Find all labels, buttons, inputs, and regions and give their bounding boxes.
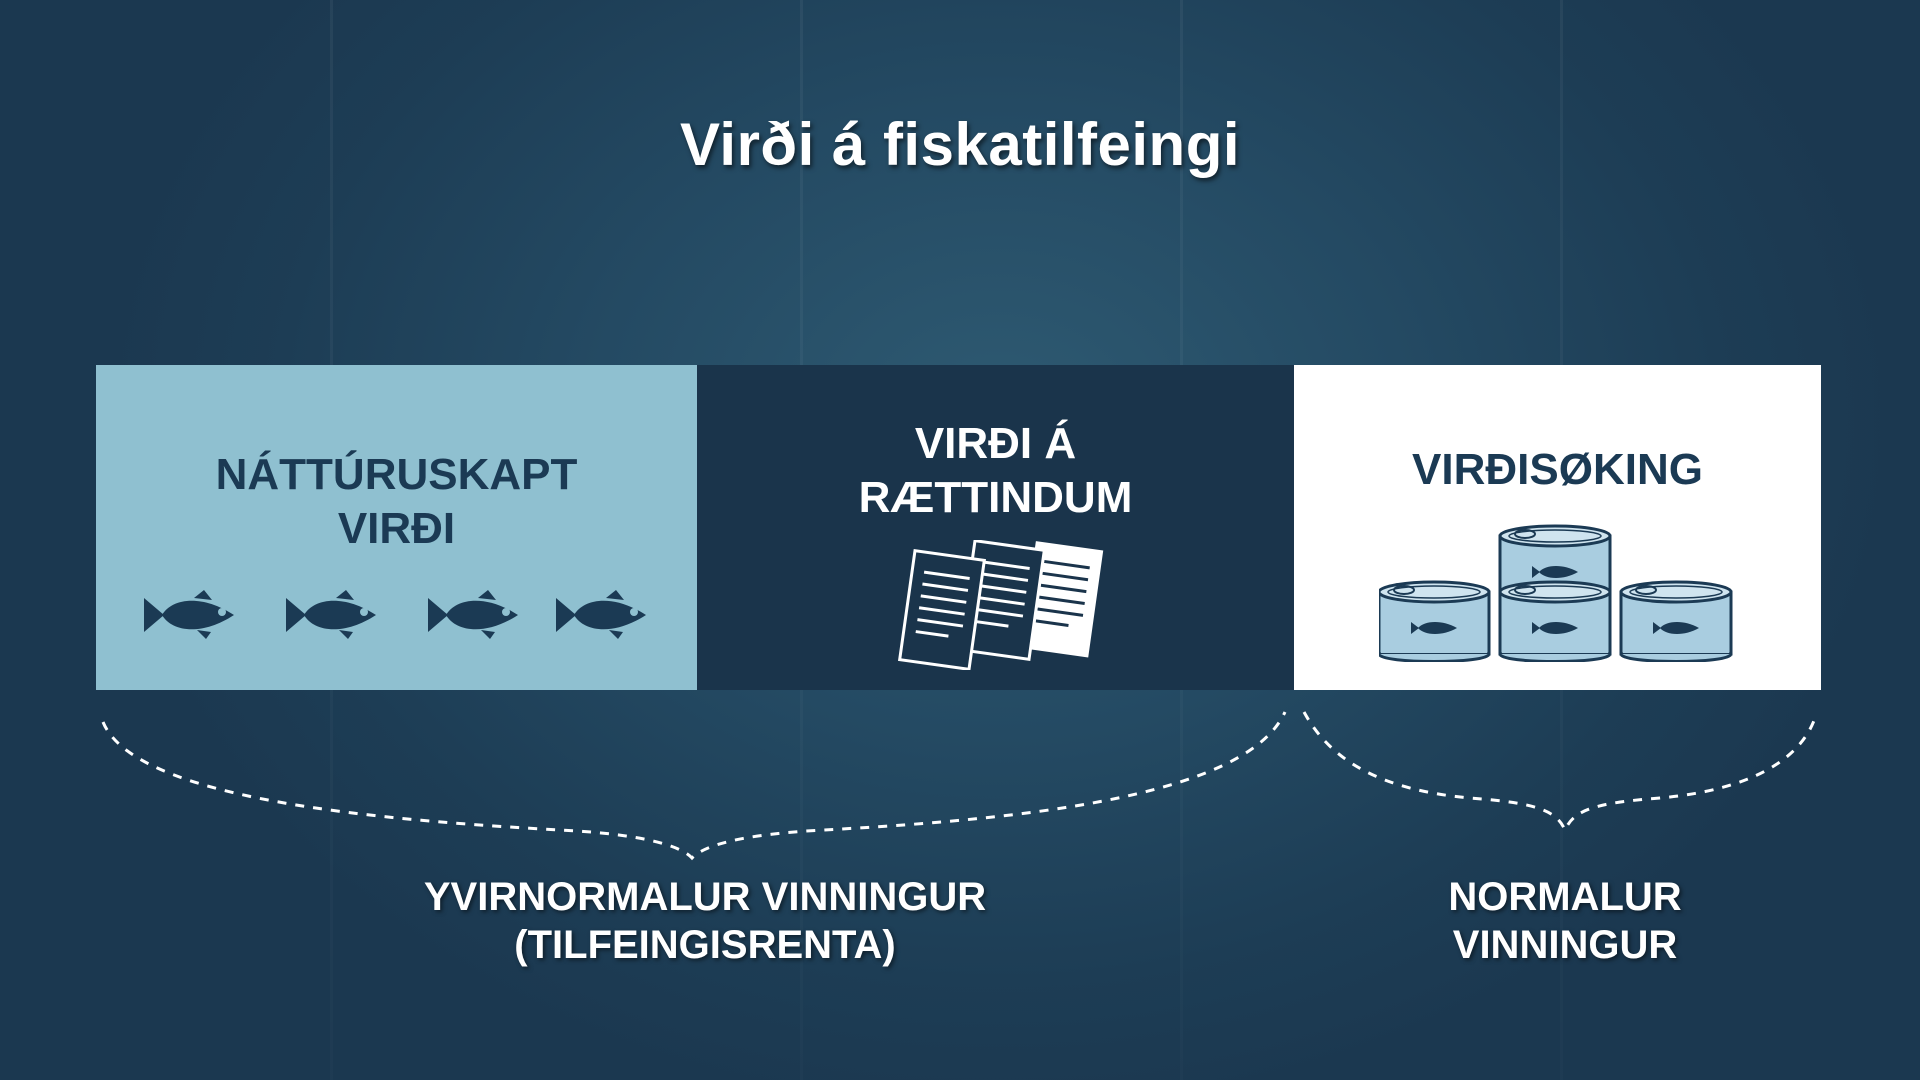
- documents-icon: [897, 540, 1107, 670]
- slide-title: Virði á fiskatilfeingi: [679, 111, 1241, 178]
- rights-value-label-line2: RÆTTINDUM: [858, 473, 1133, 522]
- fish-icon: [428, 590, 518, 639]
- value-added-box: VIRÐISØKING: [1294, 365, 1821, 690]
- supernormal-profit-line1: YVIRNORMALUR VINNINGUR: [423, 875, 987, 919]
- rights-value-label-line1: VIRÐI Á: [914, 419, 1077, 468]
- left-bracket: [101, 711, 1287, 861]
- supernormal-profit-line2: (TILFEINGISRENTA): [514, 923, 896, 967]
- rights-value-label: VIRÐI Á RÆTTINDUM: [697, 417, 1294, 525]
- normal-profit-label: NORMALUR VINNINGUR: [1395, 873, 1735, 969]
- supernormal-profit-label: YVIRNORMALUR VINNINGUR (TILFEINGISRENTA): [380, 873, 1030, 969]
- value-added-label: VIRÐISØKING: [1294, 443, 1821, 497]
- rights-value-box: VIRÐI Á RÆTTINDUM: [697, 365, 1294, 690]
- value-added-label-line1: VIRÐISØKING: [1412, 445, 1703, 494]
- fish-icon: [556, 590, 646, 639]
- fish-icon: [144, 590, 234, 639]
- fish-icon: [286, 590, 376, 639]
- natural-value-label-line2: VIRÐI: [337, 504, 456, 553]
- natural-value-label-line1: NÁTTÚRUSKAPT: [215, 450, 578, 499]
- natural-value-label: NÁTTÚRUSKAPT VIRÐI: [96, 448, 697, 556]
- normal-profit-line1: NORMALUR: [1448, 875, 1682, 919]
- natural-value-box: NÁTTÚRUSKAPT VIRÐI: [96, 365, 697, 690]
- right-bracket: [1302, 711, 1817, 834]
- normal-profit-line2: VINNINGUR: [1452, 923, 1678, 967]
